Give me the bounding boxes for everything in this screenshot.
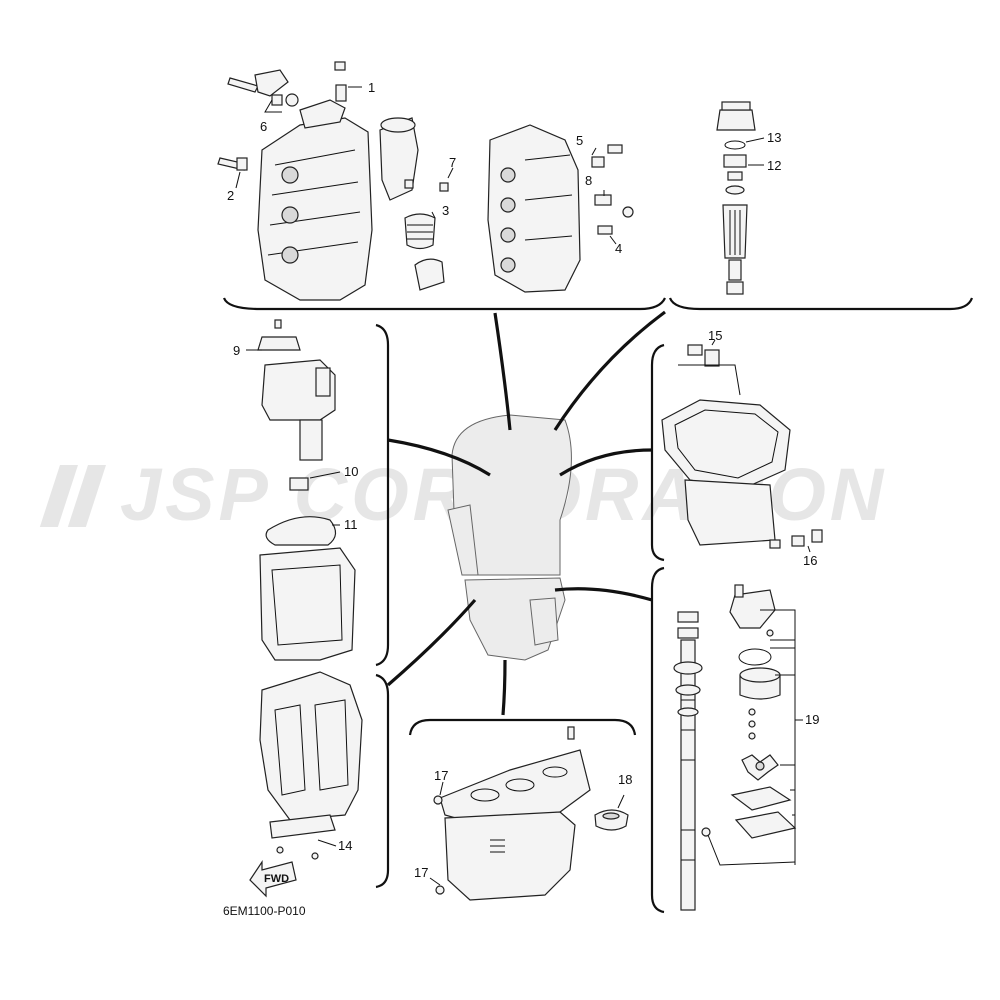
leader-14 — [317, 839, 337, 847]
callout-5: 5 — [576, 133, 583, 148]
callout-12: 12 — [767, 158, 781, 173]
pointer-lower-unit — [501, 659, 507, 716]
pointer-cylinder-block — [493, 312, 512, 431]
leader-17a — [439, 781, 444, 796]
fwd-label: FWD — [264, 873, 289, 885]
cylinder-block-group — [217, 61, 667, 311]
leader-13 — [745, 137, 765, 143]
callout-4: 4 — [615, 241, 622, 256]
oil-pan-group — [650, 339, 823, 562]
callout-3: 3 — [442, 203, 449, 218]
callout-16: 16 — [803, 553, 817, 568]
water-pump-group — [650, 566, 803, 914]
callout-10: 10 — [344, 464, 358, 479]
callout-7: 7 — [449, 155, 456, 170]
leader-15 — [711, 339, 716, 346]
callout-17-bottom: 17 — [414, 865, 428, 880]
callout-1: 1 — [368, 80, 375, 95]
callout-14: 14 — [338, 838, 352, 853]
callout-8: 8 — [585, 173, 592, 188]
leader-5 — [591, 147, 597, 156]
leader-19 — [760, 609, 796, 865]
callout-19: 19 — [805, 712, 819, 727]
callout-11: 11 — [344, 517, 358, 532]
leader-4 — [609, 235, 617, 245]
leader-10 — [309, 471, 341, 479]
fuel-pump-group — [246, 319, 390, 667]
callout-labels: 1 2 3 4 5 6 7 8 9 10 11 12 13 14 15 16 1… — [227, 80, 819, 880]
fuel-filter-group — [668, 101, 974, 311]
callout-15: 15 — [708, 328, 722, 343]
outboard-motor-silhouette — [386, 310, 666, 716]
leader-18 — [617, 794, 625, 809]
pointer-upper-casing — [386, 598, 477, 687]
leader-7 — [447, 167, 454, 179]
pointer-water-pump — [554, 587, 653, 602]
pointer-fuel-pump — [387, 438, 491, 477]
leader-6 — [264, 99, 282, 113]
callout-13: 13 — [767, 130, 781, 145]
pointer-oil-pan — [559, 448, 653, 477]
upper-casing-group: FWD — [249, 671, 390, 898]
callout-2: 2 — [227, 188, 234, 203]
lower-unit-group — [408, 718, 637, 901]
pointer-fuel-filter — [553, 310, 666, 431]
diagram-reference-code: 6EM1100-P010 — [223, 904, 306, 918]
callout-9: 9 — [233, 343, 240, 358]
leader-16 — [807, 545, 811, 553]
leader-2 — [235, 171, 241, 189]
callout-17-top: 17 — [434, 768, 448, 783]
leader-3 — [431, 211, 436, 219]
callout-18: 18 — [618, 772, 632, 787]
leader-17b — [429, 877, 441, 886]
forward-direction-arrow: FWD — [249, 860, 297, 898]
callout-6: 6 — [260, 119, 267, 134]
